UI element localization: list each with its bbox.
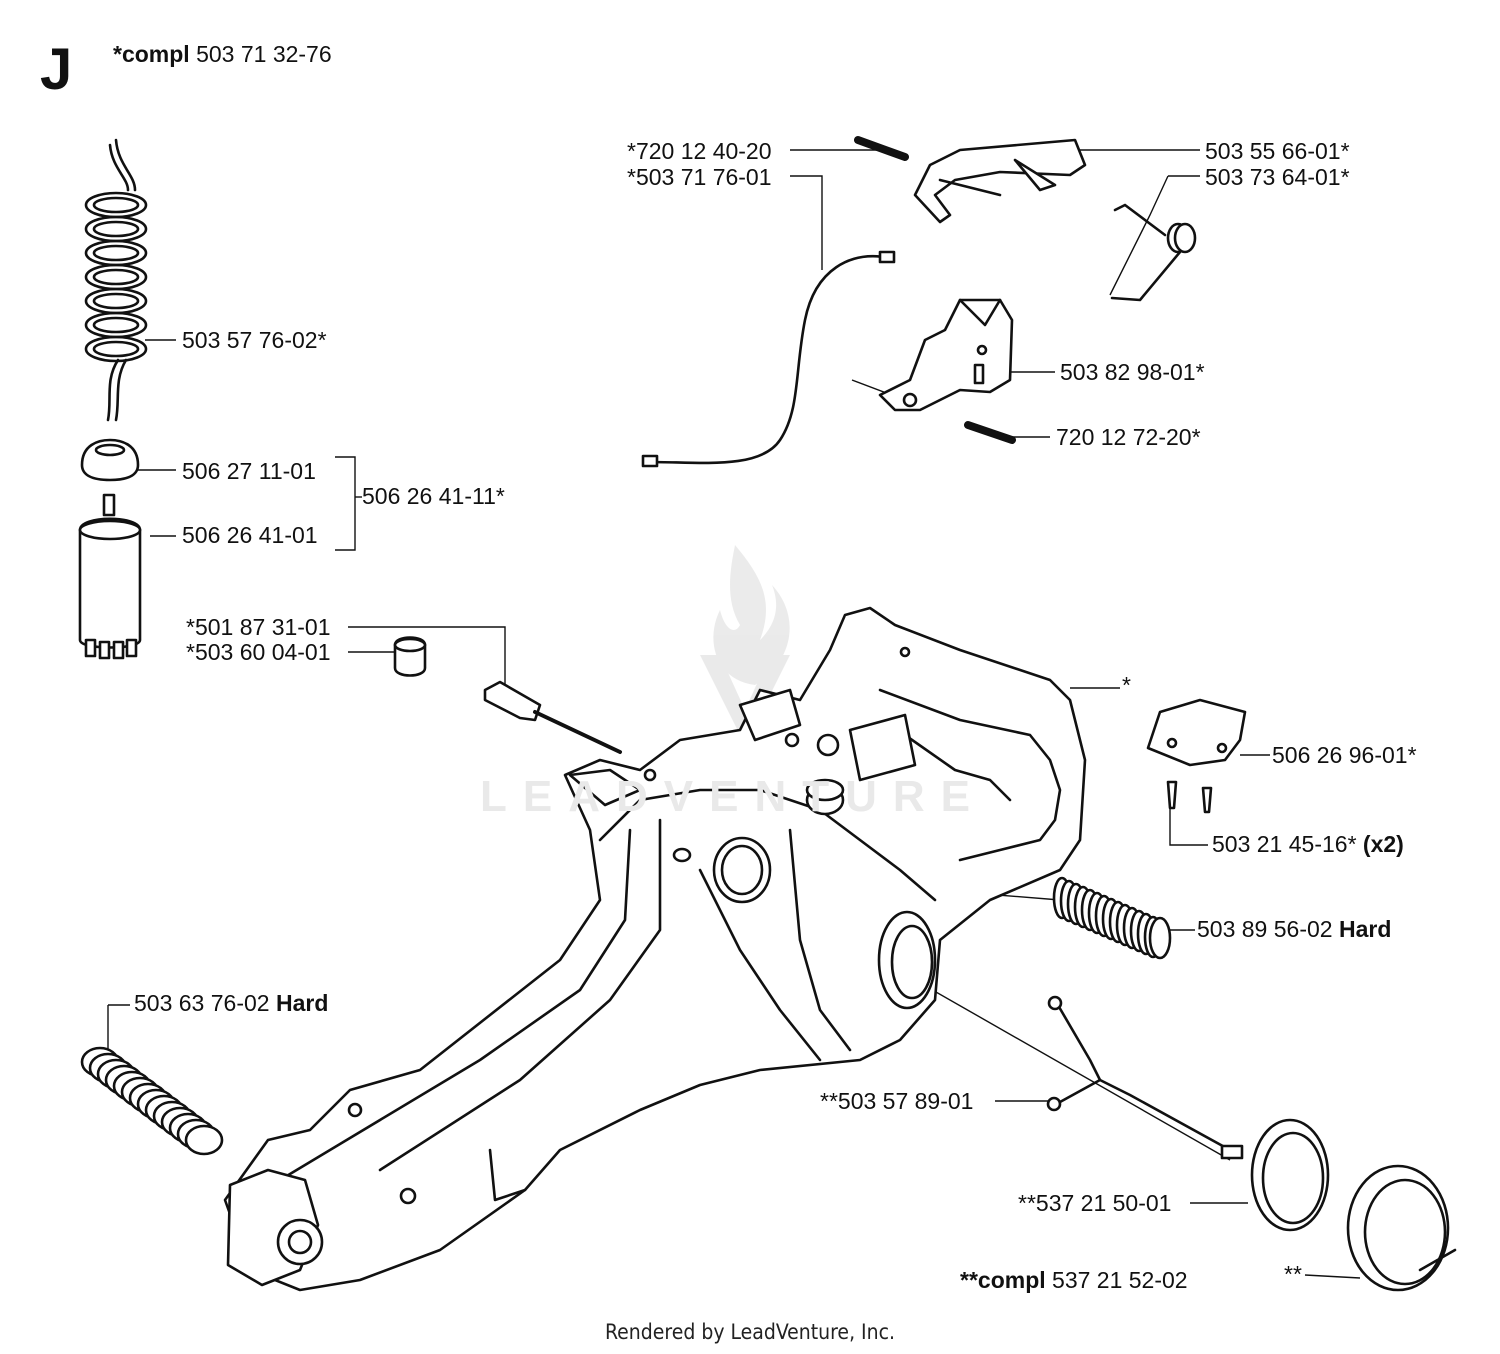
label-pin-top[interactable]: *720 12 40-20 [627,138,772,164]
watermark-text: LEADVENTURE [480,772,987,821]
label-cap-compl[interactable]: **compl 537 21 52-02 [960,1267,1188,1293]
label-bracket[interactable]: 506 26 96-01* [1272,742,1417,768]
tank-cap-part [1346,1164,1457,1292]
hose-coil-inner [92,244,140,262]
throttle-wire-part [641,250,896,468]
label-throttle[interactable]: 503 55 66-01* [1205,138,1350,164]
label-handle[interactable]: * [1122,672,1131,698]
oil-pump-parts [393,636,622,754]
tank-handle-body [223,606,1087,1292]
hose-coil-inner [92,316,140,334]
section-letter: J [40,37,73,102]
hose-coil-inner [92,196,140,214]
label-wire[interactable]: *503 71 76-01 [627,164,772,190]
bracket-part [1146,698,1247,814]
fuel-pickup-part [1046,995,1244,1160]
hose-coil-inner [92,268,140,286]
cap-compl-prefix: **compl [960,1267,1046,1293]
hose-coil-inner [92,220,140,238]
leader-lines [107,149,1361,1279]
filter-cap-part [80,438,140,482]
label-spring[interactable]: 503 73 64-01* [1205,164,1350,190]
label-filter-body[interactable]: 506 26 41-01 [182,522,318,548]
av-spring-left [80,1046,224,1156]
trigger-housing-part [878,298,1016,444]
spring-turn [184,1124,224,1156]
hose-coil-inner [92,292,140,310]
watermark-logo [700,545,790,745]
label-pin-bottom[interactable]: 720 12 72-20* [1056,424,1201,450]
section-compl-label: *compl 503 71 32-76 [113,41,332,67]
label-hose[interactable]: 503 57 76-02* [182,327,327,353]
fuel-filter-part [78,493,142,660]
hose-coil-inner [92,340,140,358]
label-pump-b[interactable]: *503 60 04-01 [186,639,331,665]
label-filter-set[interactable]: 506 26 41-11* [362,483,505,509]
cap-seal-part [1250,1118,1330,1232]
trigger-spring-part [1110,203,1197,302]
compl-prefix: *compl [113,41,190,67]
cap-compl-number: 537 21 52-02 [1052,1267,1188,1293]
compl-number: 503 71 32-76 [196,41,332,67]
label-filter-cap[interactable]: 506 27 11-01 [182,458,316,484]
label-av-right[interactable]: 503 89 56-02 Hard [1197,916,1391,942]
label-pickup[interactable]: **503 57 89-01 [820,1088,974,1114]
label-cap[interactable]: ** [1284,1261,1302,1287]
label-pump-a[interactable]: *501 87 31-01 [186,614,331,640]
fuel-hose-coil [84,138,148,422]
av-left-note: Hard [275,990,329,1016]
screws-number: 503 21 45-16* [1212,831,1357,857]
label-seal[interactable]: **537 21 50-01 [1018,1190,1172,1216]
label-trigger-housing[interactable]: 503 82 98-01* [1060,359,1205,385]
av-spring-right [1052,876,1172,960]
footer-credit: Rendered by LeadVenture, Inc. [605,1320,895,1344]
label-av-left[interactable]: 503 63 76-02 Hard [134,990,328,1016]
screws-qty: (x2) [1362,831,1404,857]
av-right-number: 503 89 56-02 [1197,916,1333,942]
av-left-number: 503 63 76-02 [134,990,270,1016]
label-screws[interactable]: 503 21 45-16* (x2) [1212,831,1404,857]
throttle-lever-part [854,136,1087,224]
av-right-note: Hard [1338,916,1392,942]
